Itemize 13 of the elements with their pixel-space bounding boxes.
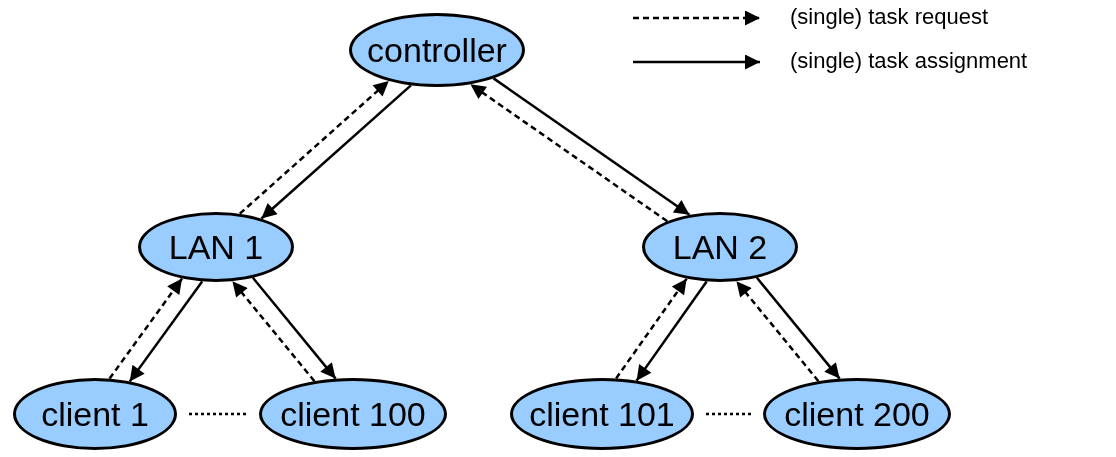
node-label: LAN 2 [672, 227, 768, 267]
node-label: controller [367, 30, 507, 70]
node-label: client 200 [784, 394, 930, 434]
arrow [755, 277, 841, 380]
legend-label: (single) task assignment [790, 48, 1028, 74]
node-label: client 100 [280, 394, 426, 434]
arrow [251, 277, 337, 380]
node-label: client 1 [41, 394, 149, 434]
node-label: LAN 1 [168, 227, 264, 267]
connector-line [706, 412, 751, 416]
node-label: client 101 [529, 394, 675, 434]
connector-line [189, 412, 247, 416]
legend-label: (single) task request [790, 4, 989, 30]
